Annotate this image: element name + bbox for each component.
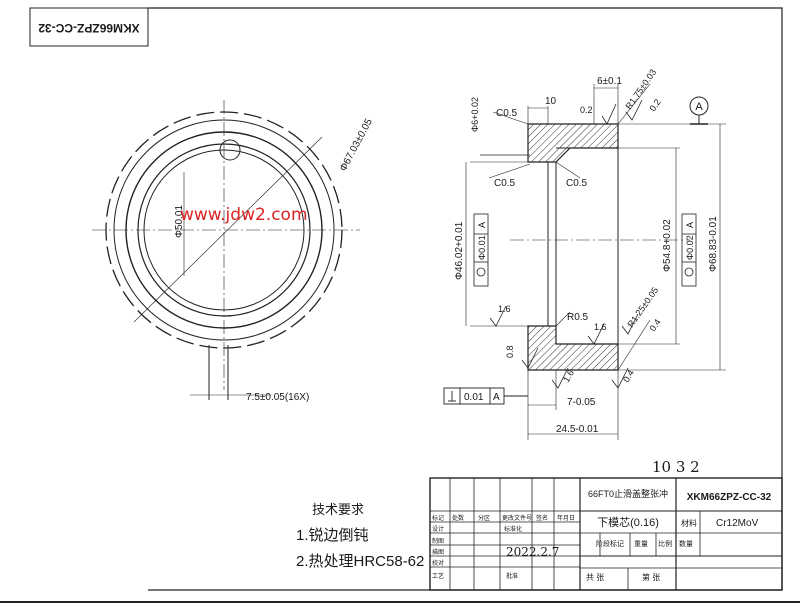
perp-tol-ref: A xyxy=(493,392,500,403)
section-view xyxy=(465,83,726,440)
outer-diameter-dim: Φ67.03±0.05 xyxy=(338,117,375,174)
inner-tol-frame xyxy=(681,213,697,287)
handwritten-date: 2022.2.7 xyxy=(506,545,559,559)
requirements-item-1: 1.锐边倒钝 xyxy=(296,527,369,544)
header-cell-date: 年月日 xyxy=(557,514,575,522)
bore-tol: Φ0.01 xyxy=(477,235,487,260)
radius-bottom-tol: 0.4 xyxy=(647,317,662,333)
height-dim: 24.5-0.01 xyxy=(556,424,599,435)
row-label-check: 校对 xyxy=(432,559,444,567)
requirements-title: 技术要求 xyxy=(312,502,364,517)
header-cell-sign: 签名 xyxy=(536,514,548,522)
chamfer-mid-right: C0.5 xyxy=(566,178,588,189)
slot-dim: 7.5±0.05(16X) xyxy=(246,392,309,403)
sheets-total-label: 共 张 xyxy=(586,573,604,582)
approve-label: 批准 xyxy=(506,572,518,580)
stage-label: 阶段标记 xyxy=(596,539,624,548)
concentricity-icon xyxy=(684,267,694,277)
sheet-label: 第 张 xyxy=(642,572,660,582)
qty-label: 数量 xyxy=(679,539,693,548)
radius-top-tol: 0.2 xyxy=(647,97,662,113)
bottom-small: 0.8 xyxy=(505,345,515,358)
header-cell-count: 处数 xyxy=(452,514,464,522)
part-name: 下模芯(0.16) xyxy=(597,515,659,529)
stamp-text: XKM66ZPZ-CC-32 xyxy=(38,21,140,35)
datum-a-label: A xyxy=(695,101,703,113)
material-label: 材料 xyxy=(681,518,697,528)
outer-dim: Φ68.83-0.01 xyxy=(708,216,719,272)
handwritten-number: 10 3 2 xyxy=(652,458,700,476)
rough-left: 1.6 xyxy=(498,304,511,314)
inner-diameter-dim: Φ50.01 xyxy=(174,205,185,238)
perp-tol-value: 0.01 xyxy=(464,392,484,403)
scale-label: 比例 xyxy=(658,539,672,548)
material-value: Cr12MoV xyxy=(716,518,759,529)
drawing-number-stamp: XKM66ZPZ-CC-32 xyxy=(29,7,149,47)
rough-bottom-right: 0.4 xyxy=(621,368,636,384)
perpendicularity-frame xyxy=(443,387,528,405)
requirements-item-2: 2.热处理HRC58-62 xyxy=(296,553,424,570)
width-top: 10 xyxy=(545,96,557,107)
chamfer-mid-left: C0.5 xyxy=(494,178,516,189)
header-cell-zone: 分区 xyxy=(478,514,490,522)
drawing-border xyxy=(0,7,800,603)
row-label-mark: 标记 xyxy=(432,514,444,522)
bore-tol-ref: A xyxy=(477,222,487,228)
row-label-process: 工艺 xyxy=(432,572,444,580)
radius-bottom-left: R0.5 xyxy=(567,312,589,323)
standard-label: 标准化 xyxy=(504,525,522,533)
top-step: 6±0.1 xyxy=(597,76,622,87)
rough-mid: 1.6 xyxy=(594,322,607,332)
row-label-trace: 描图 xyxy=(432,548,444,556)
title-block xyxy=(429,477,783,591)
bore-dim: Φ46.02+0.01 xyxy=(454,221,465,280)
depth-dim: 7-0.05 xyxy=(567,397,596,408)
hole-dim: Φ6+0.02 xyxy=(470,97,480,132)
row-label-drawing: 制图 xyxy=(432,537,444,545)
left-view xyxy=(92,100,360,400)
watermark: www.jdw2.com xyxy=(180,205,308,225)
header-cell-change: 更改文件号 xyxy=(502,514,532,522)
inner-dim: Φ54.8+0.02 xyxy=(662,219,673,272)
inner-tol: Φ0.02 xyxy=(685,235,695,260)
project-name: 66FT0止滑盖整张冲 xyxy=(588,488,668,499)
drawing-number: XKM66ZPZ-CC-32 xyxy=(687,492,772,503)
bore-tol-frame xyxy=(473,213,489,287)
rough-top: 0.2 xyxy=(580,105,593,115)
inner-tol-ref: A xyxy=(685,222,695,228)
row-label-design: 设计 xyxy=(432,525,444,533)
concentricity-icon xyxy=(476,267,486,277)
weight-label: 重量 xyxy=(634,540,648,548)
chamfer-top-left: C0.5 xyxy=(496,108,518,119)
